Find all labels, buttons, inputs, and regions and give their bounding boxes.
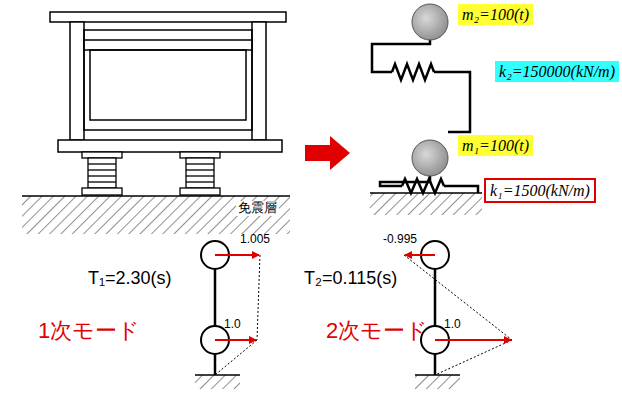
- mass-2: [412, 4, 448, 40]
- mode-title: 2次モード: [326, 318, 428, 343]
- layer-label: 免震層: [236, 201, 279, 216]
- mode-value: 1.0: [444, 318, 461, 332]
- label-text: k₂=150000(kN/m): [499, 62, 615, 81]
- ground-hatch: [370, 193, 482, 215]
- label-text: k₁=1500(kN/m): [490, 181, 590, 200]
- label-text: m₂=100(t): [462, 5, 529, 24]
- mass-label: m₁=100(t): [458, 135, 533, 156]
- period-label: T₂=0.115(s): [304, 268, 397, 289]
- mode-value: 1.0: [224, 318, 241, 332]
- red-arrow: [305, 136, 350, 170]
- label-text: m₁=100(t): [462, 136, 529, 155]
- isolators: [82, 152, 220, 195]
- mode-value: 1.005: [240, 233, 270, 247]
- ground-line: [370, 192, 482, 194]
- mode-2: [404, 241, 512, 389]
- building: [50, 12, 286, 152]
- period-label: T₁=2.30(s): [88, 268, 172, 289]
- mode-title: 1次モード: [38, 318, 140, 343]
- spring-model: [372, 38, 478, 193]
- mode-value: -0.995: [383, 233, 417, 247]
- spring-label: k₁=1500(kN/m): [484, 178, 596, 203]
- mass-1: [412, 140, 448, 176]
- spring-label: k₂=150000(kN/m): [495, 61, 619, 82]
- mass-label: m₂=100(t): [458, 4, 533, 25]
- ground-line: [22, 195, 290, 197]
- mode-1: [195, 241, 260, 389]
- ground-hatch: [22, 196, 290, 234]
